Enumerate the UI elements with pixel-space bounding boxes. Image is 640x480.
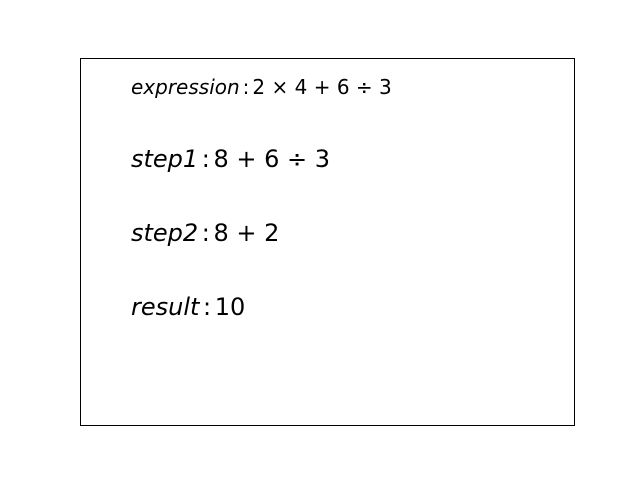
- result-value: 10: [214, 293, 246, 321]
- content-frame: [80, 58, 575, 426]
- expression-label: expression: [131, 75, 240, 99]
- result-label: result: [131, 293, 200, 321]
- step2-value: 8 + 2: [213, 219, 280, 247]
- step2-line: step2:8 + 2: [131, 221, 279, 245]
- step1-colon: :: [201, 145, 210, 173]
- step1-line: step1:8 + 6 ÷ 3: [131, 147, 330, 171]
- step2-label: step2: [131, 219, 199, 247]
- result-colon: :: [203, 293, 212, 321]
- expression-line: expression:2 × 4 + 6 ÷ 3: [131, 77, 392, 97]
- step1-value: 8 + 6 ÷ 3: [213, 145, 331, 173]
- expression-value: 2 × 4 + 6 ÷ 3: [252, 75, 392, 99]
- expression-colon: :: [242, 75, 250, 99]
- result-line: result:10: [131, 295, 245, 319]
- step1-label: step1: [131, 145, 199, 173]
- step2-colon: :: [201, 219, 210, 247]
